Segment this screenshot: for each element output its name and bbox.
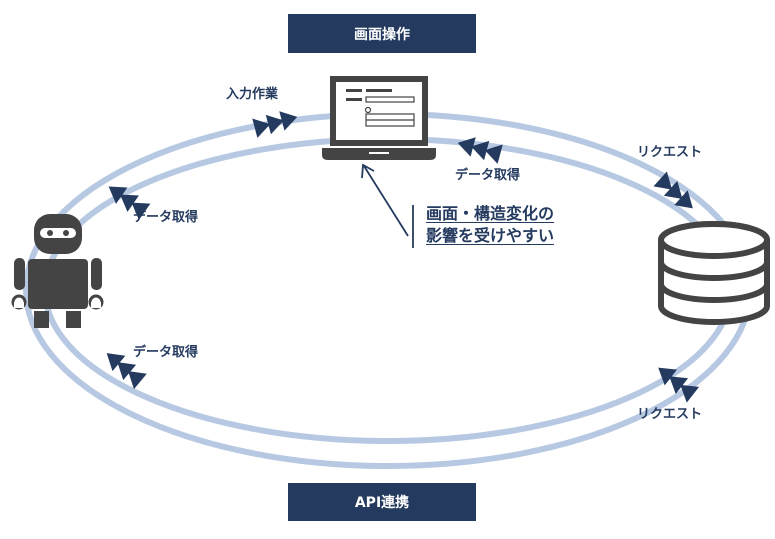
data-fetch-label-left-lower: データ取得: [133, 345, 199, 360]
arrows-data-fetch-left-lower: [106, 353, 147, 390]
arrows-data-fetch-left-upper: [108, 186, 151, 220]
data-fetch-label-top-right: データ取得: [455, 168, 521, 183]
callout-text: 画面・構造変化の 影響を受けやすい: [426, 203, 554, 247]
inner-ring: [42, 136, 734, 444]
arrows-data-fetch-top: [457, 137, 503, 164]
arrows-request-lower: [658, 367, 700, 403]
request-label-upper: リクエスト: [637, 145, 703, 160]
request-label-lower: リクエスト: [637, 407, 703, 422]
callout-line-2: 影響を受けやすい: [426, 226, 555, 245]
database-icon: [658, 221, 770, 325]
laptop-icon: [322, 76, 436, 160]
api-integration-banner: API連携: [288, 483, 476, 521]
arrows-request-upper: [653, 171, 693, 209]
arrows-input-work: [252, 111, 298, 138]
callout-line-1: 画面・構造変化の: [426, 204, 555, 223]
input-work-label: 入力作業: [226, 87, 279, 102]
data-fetch-label-left-upper: データ取得: [133, 210, 199, 225]
robot-icon: [11, 214, 104, 328]
callout-pointer: [361, 163, 414, 248]
screen-operation-banner: 画面操作: [288, 14, 476, 53]
